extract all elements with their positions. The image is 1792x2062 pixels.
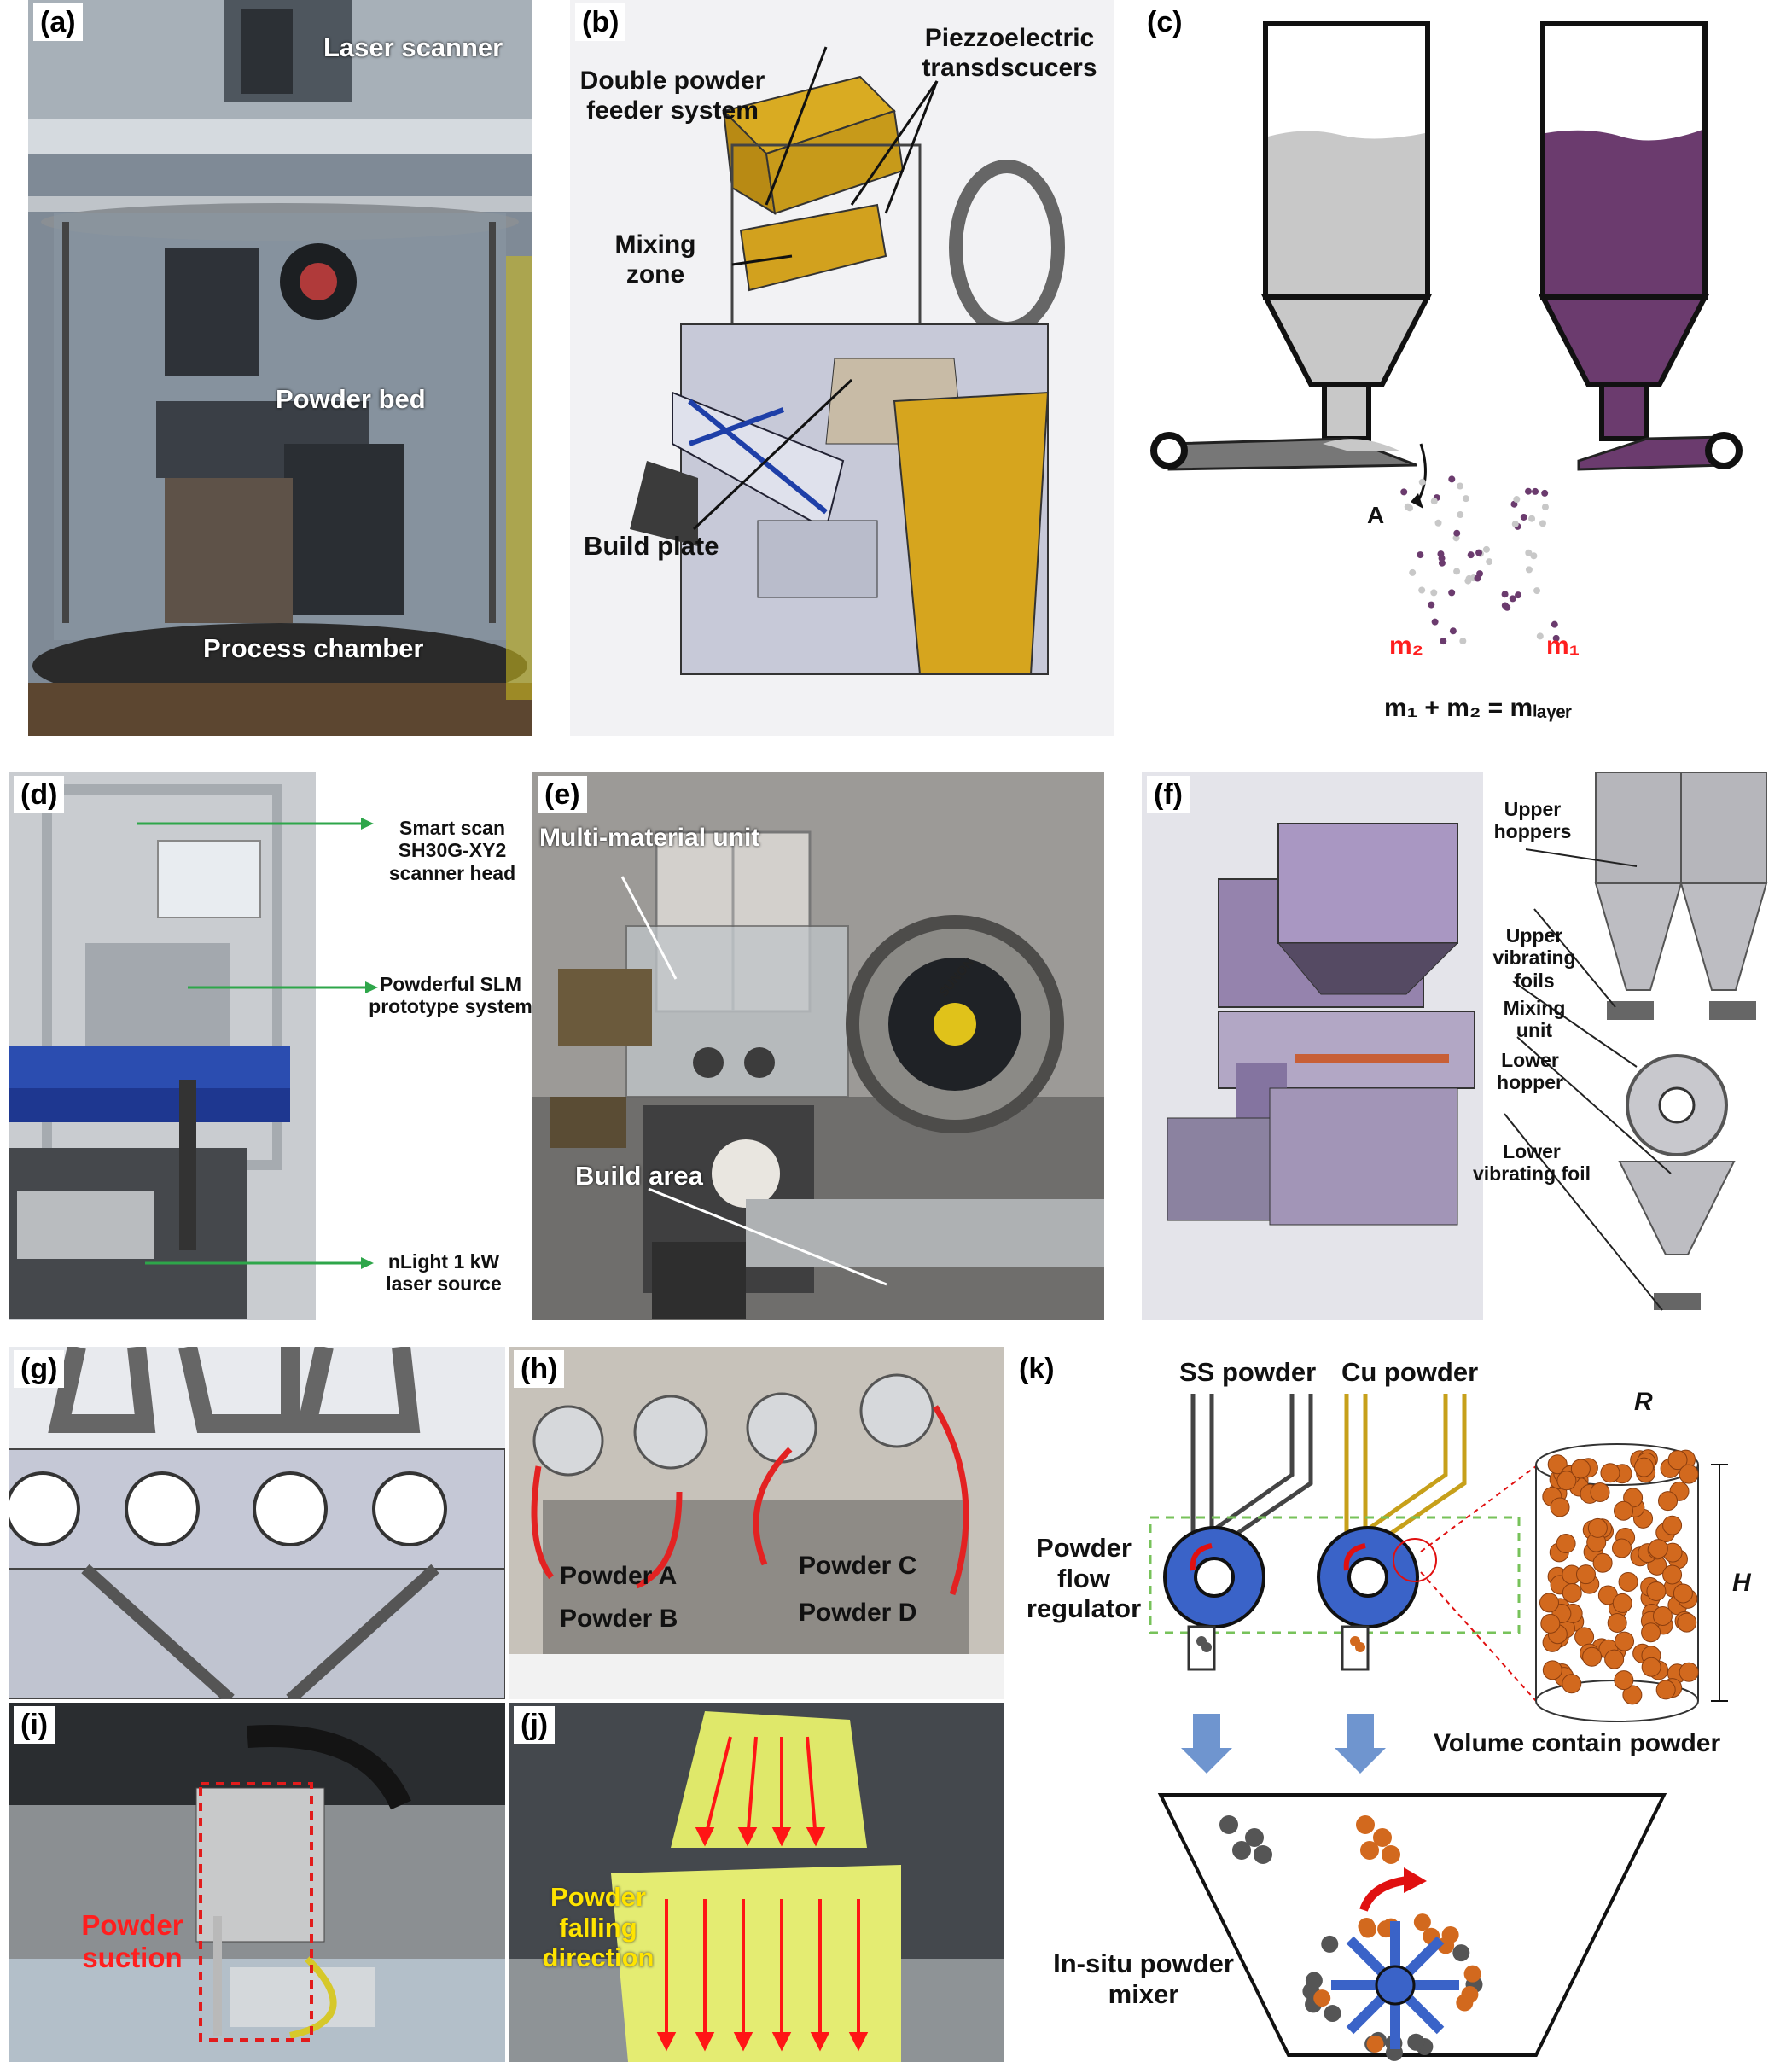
panel-e: (e) Multi-material unit Build area SUNON (532, 772, 1104, 1320)
powder-regulator-diagram (1149, 1394, 1728, 2061)
falling-direction-label: Powder falling direction (542, 1882, 655, 1973)
panel-label: (k) (1012, 1350, 1062, 1388)
lower-hopper-label: Lower hopper (1497, 1049, 1563, 1094)
mass-equation: m₁ + m₂ = mₗₐᵧₑᵣ (1384, 694, 1573, 722)
mass-m1-label: m₁ (1546, 632, 1580, 660)
panel-label: (g) (14, 1350, 65, 1388)
mixing-zone-label: Mixing zone (614, 230, 696, 288)
powder-d-label: Powder D (799, 1599, 917, 1627)
panel-label: (a) (33, 3, 83, 41)
mixing-unit-cad (1142, 772, 1768, 1320)
cu-powder-label: Cu powder (1341, 1357, 1479, 1387)
laser-chamber-photo (28, 0, 532, 736)
panel-label: (d) (14, 776, 65, 813)
in-situ-mixer-label: In-situ powder mixer (1053, 1948, 1234, 2009)
powder-b-label: Powder B (560, 1605, 678, 1633)
height-label: H (1732, 1569, 1751, 1597)
powder-suction-photo (9, 1703, 505, 2062)
panel-f: (f) Upper hoppers Upper vibrating foils … (1142, 772, 1783, 1320)
powder-bed-label: Powder bed (276, 384, 426, 414)
panel-h: (h) Powder A Powder B Powder C Powder D (509, 1347, 1004, 1699)
upper-vibrating-foils-label: Upper vibrating foils (1492, 924, 1576, 992)
build-plate-label: Build plate (584, 531, 719, 561)
powder-a-label: Powder A (560, 1562, 678, 1590)
ss-powder-label: SS powder (1179, 1357, 1317, 1387)
volume-label: Volume contain powder (1434, 1729, 1721, 1757)
lower-vibrating-foil-label: Lower vibrating foil (1473, 1140, 1591, 1185)
process-chamber-label: Process chamber (203, 633, 424, 663)
hopper-diagram (1150, 21, 1743, 645)
panel-i: (i) Powder suction (9, 1703, 505, 2062)
panel-b: (b) Double powder feeder system Piezzoel… (570, 0, 1114, 736)
radius-label: R (1634, 1388, 1653, 1416)
powder-c-label: Powder C (799, 1552, 917, 1580)
panel-j: (j) Powder falling direction (509, 1703, 1004, 2062)
panel-label: (j) (514, 1706, 556, 1744)
flow-regulator-label: Powder flow regulator (1026, 1533, 1142, 1624)
panel-a: (a) Laser scanner Powder bed Process cha… (28, 0, 532, 736)
rotation-axis-label: A (1367, 502, 1385, 528)
upper-hoppers-label: Upper hoppers (1493, 798, 1572, 843)
panel-label: (b) (575, 3, 626, 41)
panel-label: (c) (1140, 3, 1190, 41)
panel-label: (h) (514, 1350, 565, 1388)
panel-label: (i) (14, 1706, 55, 1744)
panel-label: (f) (1147, 776, 1190, 813)
laser-scanner-label: Laser scanner (323, 32, 503, 62)
powder-falling-photo (509, 1703, 1004, 2062)
double-feeder-label: Double powder feeder system (579, 67, 765, 125)
multi-material-unit-photo (532, 772, 1104, 1320)
panel-g: (g) (9, 1347, 505, 1699)
scanner-head-label: Smart scan SH30G-XY2 scanner head (388, 817, 516, 884)
four-powder-feeder-photo (509, 1347, 1004, 1699)
panel-k: (k) SS powder Cu powder Powder flow regu… (1007, 1347, 1783, 2062)
panel-d: (d) Smart scan SH30G-XY2 scanner head Po… (9, 772, 536, 1320)
laser-source-label: nLight 1 kW laser source (386, 1250, 502, 1296)
panel-c: (c) A m₂ m₁ m₁ + m₂ = mₗₐᵧₑᵣ (1135, 0, 1783, 736)
mass-m2-label: m₂ (1389, 632, 1424, 660)
panel-label: (e) (538, 776, 587, 813)
multi-material-unit-label: Multi-material unit (539, 824, 760, 852)
powder-suction-label: Powder suction (81, 1909, 183, 1973)
piezo-transducer-label: Piezzoelectric transdscucers (922, 24, 1097, 82)
slm-system-photo (9, 772, 378, 1320)
mixing-unit-label: Mixing unit (1503, 997, 1566, 1042)
quad-feeder-cad (9, 1347, 505, 1699)
cad-feeder-drawing (570, 0, 1114, 736)
build-area-label: Build area (575, 1161, 703, 1191)
slm-system-label: Powderful SLM prototype system (369, 973, 532, 1018)
